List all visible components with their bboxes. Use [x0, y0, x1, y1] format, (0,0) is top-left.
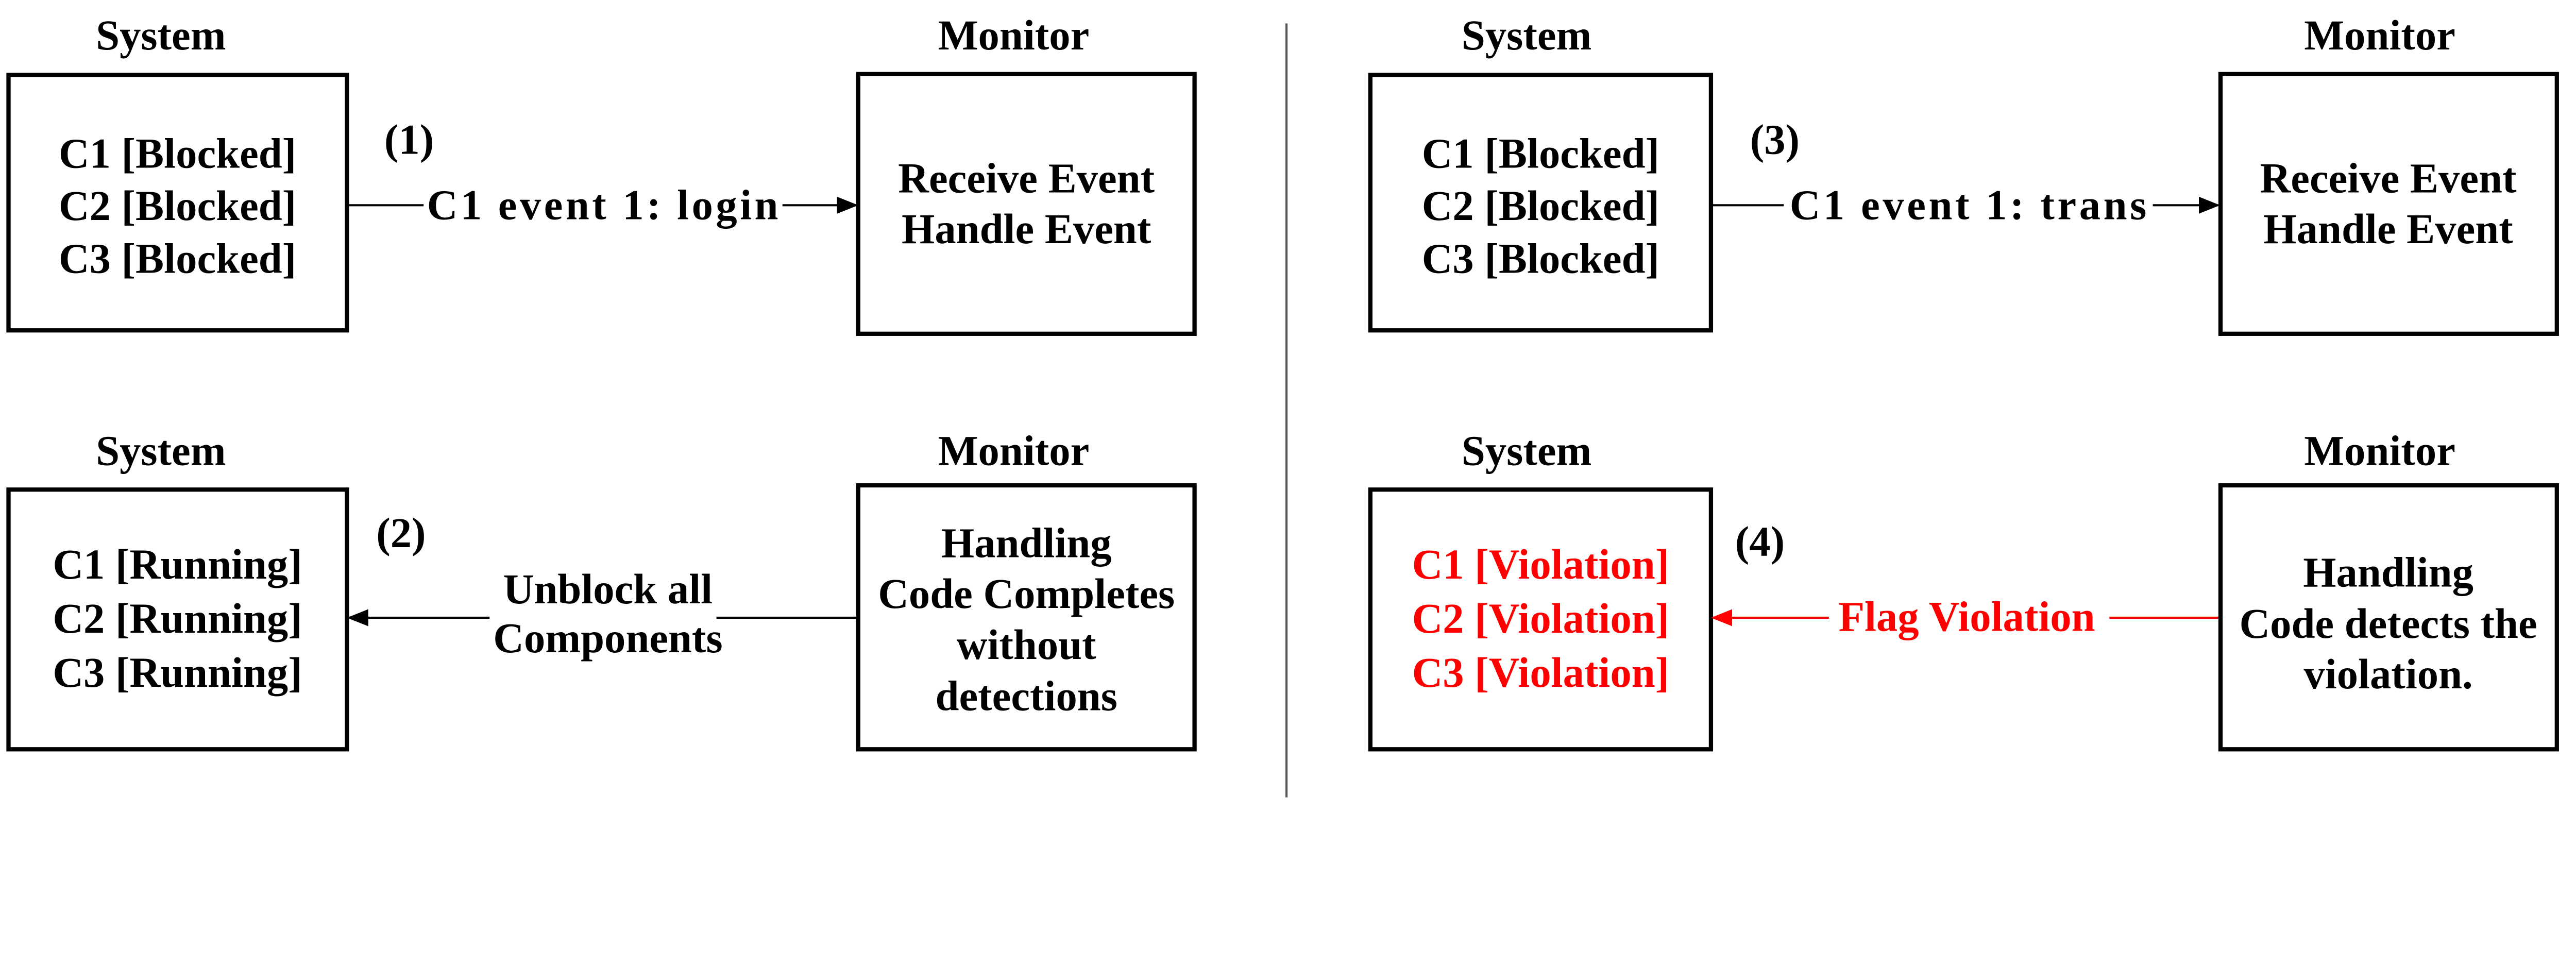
system-box [6, 73, 349, 333]
monitor-title: Monitor [938, 427, 1090, 474]
monitor-box [856, 483, 1197, 752]
monitor-diagram: System Monitor C1 [Blocked] C2 [Blocked]… [6, 11, 2559, 798]
monitor-line: Code Completes [878, 570, 1175, 617]
left-top-scenario: System Monitor C1 [Blocked] C2 [Blocked]… [6, 11, 1197, 336]
event-label: C1 event 1: login [427, 181, 778, 229]
component-c3: C3 [Running] [53, 649, 302, 696]
system-box [1368, 73, 1714, 333]
monitor-line: violation. [2303, 650, 2472, 698]
left-bottom-scenario: System Monitor C1 [Running] C2 [Running]… [6, 427, 1197, 752]
action-label: Components [493, 614, 722, 662]
component-c2-violation: C2 [Violation] [1412, 595, 1670, 642]
component-c2: C2 [Blocked] [59, 182, 296, 229]
monitor-line: Receive Event [898, 154, 1155, 201]
component-c1: C1 [Blocked] [1422, 130, 1659, 177]
system-title: System [1462, 11, 1591, 59]
system-title: System [96, 11, 226, 59]
component-c1-violation: C1 [Violation] [1412, 540, 1670, 588]
event-label: C1 event 1: trans [1790, 181, 2146, 229]
monitor-line: Handle Event [902, 205, 1151, 252]
right-top-scenario: System Monitor C1 [Blocked] C2 [Blocked]… [1368, 11, 2559, 336]
right-bottom-scenario: System Monitor C1 [Violation] C2 [Violat… [1368, 427, 2559, 752]
step-label: (4) [1735, 517, 1785, 565]
monitor-line: Handling [2303, 549, 2473, 596]
step-label: (2) [376, 509, 426, 556]
component-c2: C2 [Blocked] [1422, 182, 1659, 229]
step-label: (3) [1750, 115, 1800, 163]
component-c1: C1 [Blocked] [59, 130, 296, 177]
monitor-title: Monitor [2304, 427, 2455, 474]
monitor-box [2218, 483, 2559, 752]
monitor-line: Receive Event [2260, 154, 2517, 201]
step-label: (1) [384, 115, 434, 163]
monitor-box [856, 72, 1197, 336]
monitor-title: Monitor [938, 11, 1090, 59]
monitor-box [2218, 72, 2559, 336]
component-c3: C3 [Blocked] [1422, 235, 1659, 282]
system-title: System [96, 427, 226, 474]
monitor-line: Code detects the [2239, 600, 2537, 647]
system-title: System [1462, 427, 1591, 474]
action-label: Unblock all [503, 565, 713, 613]
monitor-line: Handle Event [2263, 205, 2513, 252]
monitor-line: Handling [941, 519, 1112, 567]
monitor-line: without [957, 621, 1096, 668]
monitor-line: detections [936, 672, 1117, 719]
action-label: Flag Violation [1838, 593, 2095, 640]
component-c3: C3 [Blocked] [59, 235, 296, 282]
monitor-title: Monitor [2304, 11, 2455, 59]
component-c2: C2 [Running] [53, 595, 302, 642]
component-c1: C1 [Running] [53, 540, 302, 588]
component-c3-violation: C3 [Violation] [1412, 649, 1670, 696]
